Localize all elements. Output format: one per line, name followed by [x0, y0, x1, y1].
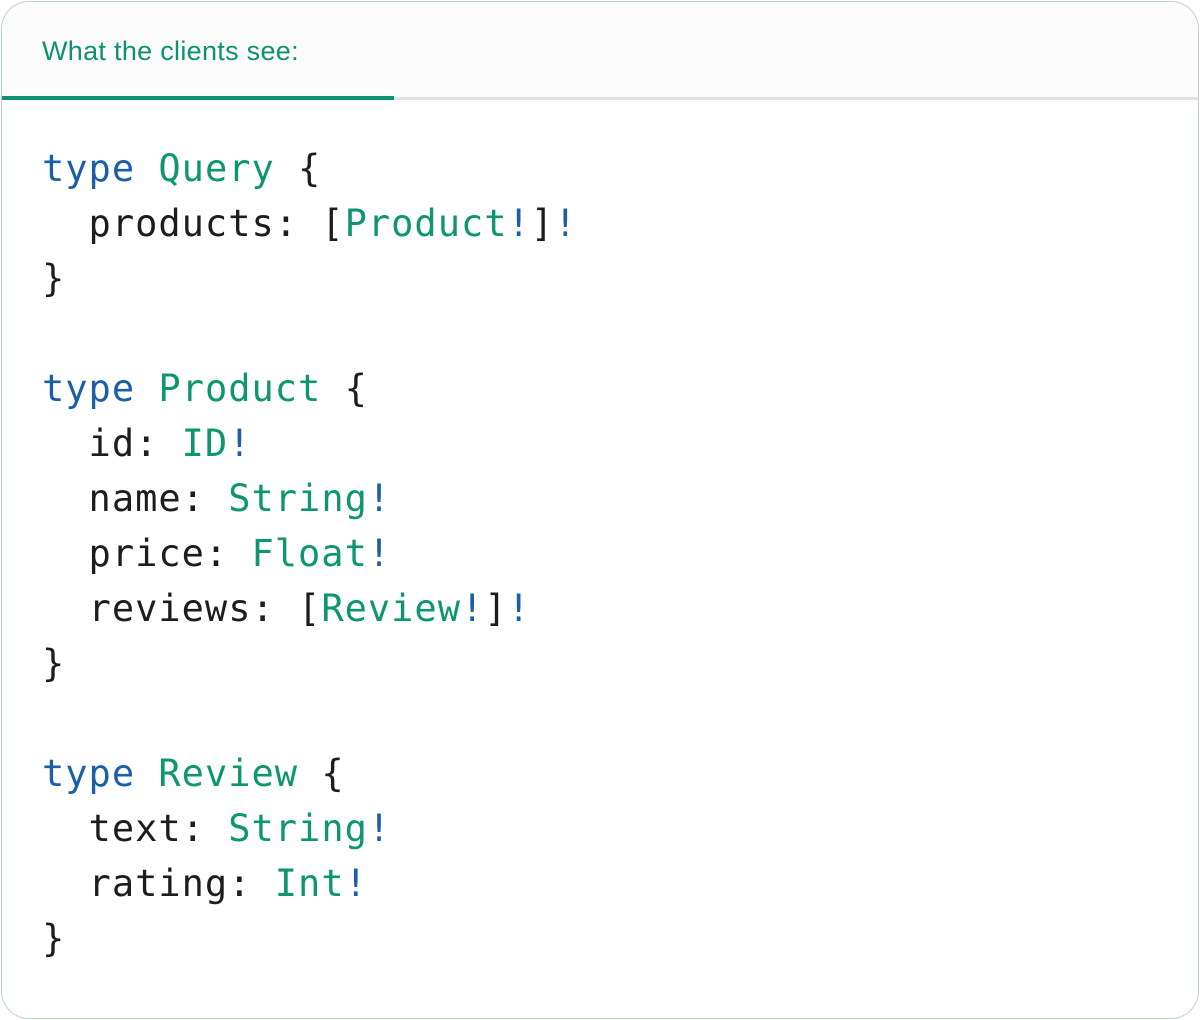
- code-token: {: [321, 367, 368, 410]
- code-token: !: [367, 477, 392, 520]
- code-token: ]: [530, 202, 555, 245]
- tab-bar: What the clients see:: [2, 2, 1198, 100]
- code-token: price:: [42, 532, 252, 575]
- code-line: }: [42, 251, 1178, 306]
- code-token: !: [460, 587, 485, 630]
- code-line: text: String!: [42, 801, 1178, 856]
- code-line: products: [Product!]!: [42, 196, 1178, 251]
- code-token: reviews: [: [42, 587, 322, 630]
- code-token: !: [554, 202, 578, 245]
- code-token: String: [228, 477, 368, 520]
- code-token: !: [367, 807, 392, 850]
- code-line: price: Float!: [42, 526, 1178, 581]
- code-line: [42, 306, 1178, 361]
- code-token: Product: [344, 202, 508, 245]
- code-token: !: [344, 862, 368, 905]
- code-token: }: [42, 642, 66, 685]
- code-line: [42, 691, 1178, 746]
- code-token: !: [507, 202, 531, 245]
- code-token: Query: [158, 147, 275, 190]
- code-token: String: [228, 807, 368, 850]
- code-token: Product: [158, 367, 322, 410]
- code-token: products: [: [42, 202, 345, 245]
- code-token: !: [228, 422, 252, 465]
- code-line: }: [42, 636, 1178, 691]
- code-token: {: [298, 752, 345, 795]
- code-token: name:: [42, 477, 229, 520]
- code-token: rating:: [42, 862, 275, 905]
- code-token: text:: [42, 807, 229, 850]
- code-token: [135, 752, 158, 795]
- code-token: Int: [274, 862, 345, 905]
- code-token: type: [42, 367, 136, 410]
- code-line: type Product {: [42, 361, 1178, 416]
- code-token: Review: [321, 587, 461, 630]
- code-token: !: [367, 532, 392, 575]
- tab-bar-divider: [394, 97, 1198, 100]
- code-token: type: [42, 147, 136, 190]
- code-line: reviews: [Review!]!: [42, 581, 1178, 636]
- code-token: ID: [181, 422, 229, 465]
- code-line: rating: Int!: [42, 856, 1178, 911]
- code-block: type Query { products: [Product!]!}type …: [2, 100, 1198, 966]
- code-token: Review: [158, 752, 299, 795]
- code-token: Float: [251, 532, 368, 575]
- code-token: ]: [484, 587, 508, 630]
- code-line: name: String!: [42, 471, 1178, 526]
- code-token: }: [42, 917, 66, 960]
- code-token: id:: [42, 422, 182, 465]
- tab-what-the-clients-see[interactable]: What the clients see:: [42, 35, 299, 66]
- code-token: !: [507, 587, 531, 630]
- code-token: [135, 367, 158, 410]
- code-line: type Review {: [42, 746, 1178, 801]
- code-token: }: [42, 257, 66, 300]
- active-tab-underline: [2, 96, 394, 100]
- code-line: id: ID!: [42, 416, 1178, 471]
- code-token: [135, 147, 158, 190]
- code-token: {: [274, 147, 322, 190]
- code-token: type: [42, 752, 136, 795]
- code-line: type Query {: [42, 141, 1178, 196]
- code-line: }: [42, 911, 1178, 966]
